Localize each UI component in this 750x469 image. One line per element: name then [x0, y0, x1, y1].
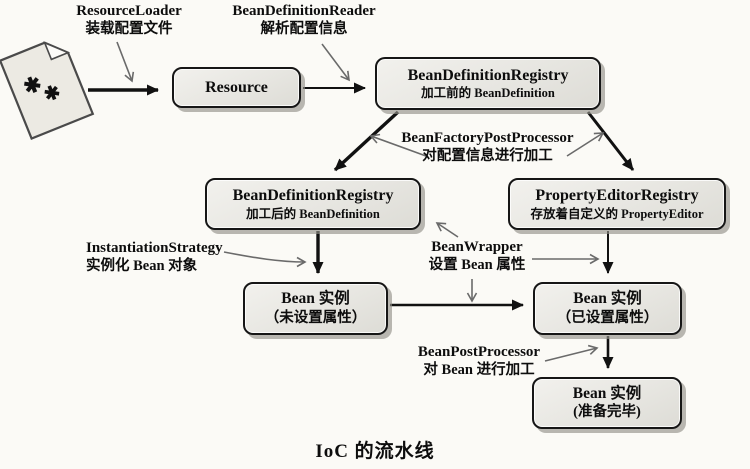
pointer-beanwrapper-upleft — [435, 222, 459, 238]
node-title: Bean 实例 — [573, 290, 642, 307]
node-title: Resource — [205, 78, 268, 96]
node-subtitle: (准备完毕) — [573, 404, 641, 421]
pointer-bfpp-left — [369, 133, 427, 157]
node-subtitle: （已设置属性） — [556, 309, 659, 326]
label-line: BeanDefinitionReader — [232, 3, 376, 19]
node-subtitle: 加工后的 BeanDefinition — [246, 206, 380, 221]
node-registry-before: BeanDefinitionRegistry 加工前的 BeanDefiniti… — [375, 57, 601, 110]
node-subtitle: 存放着自定义的 PropertyEditor — [530, 206, 704, 221]
label-resource-loader: ResourceLoader 装载配置文件 — [56, 3, 202, 38]
node-title: Bean 实例 — [281, 290, 350, 307]
node-subtitle: （未设置属性） — [264, 309, 367, 326]
label-line: 实例化 Bean 对象 — [86, 257, 198, 274]
label-line: BeanPostProcessor — [417, 344, 541, 360]
node-bean-unset: Bean 实例 （未设置属性） — [243, 282, 388, 335]
flow-arrows — [88, 82, 635, 369]
label-instantiation-strategy: InstantiationStrategy 实例化 Bean 对象 — [86, 240, 246, 275]
node-bean-set: Bean 实例 （已设置属性） — [533, 282, 682, 335]
label-line: ResourceLoader — [76, 3, 182, 19]
label-bean-definition-reader: BeanDefinitionReader 解析配置信息 — [225, 3, 383, 38]
annotation-arrows — [116, 41, 605, 362]
arrow-registry-to-registry-after — [333, 110, 400, 172]
pointer-bean-definition-reader — [321, 43, 350, 82]
node-property-editor-registry: PropertyEditorRegistry 存放着自定义的 PropertyE… — [508, 178, 726, 230]
label-bean-factory-post-processor: BeanFactoryPostProcessor 对配置信息进行加工 — [400, 130, 575, 165]
arrow-registry-to-property-editor — [586, 111, 635, 171]
label-line: BeanWrapper — [431, 239, 523, 255]
node-resource: Resource — [172, 67, 301, 108]
label-line: 对 Bean 进行加工 — [423, 361, 535, 378]
config-file-asterisk: ✱ — [41, 81, 64, 106]
node-title: BeanDefinitionRegistry — [232, 187, 394, 205]
pointer-bfpp-right — [566, 132, 605, 157]
diagram-caption: IoC 的流水线 — [315, 441, 435, 462]
config-file-icon: ✱ ✱ — [0, 41, 95, 141]
label-line: BeanFactoryPostProcessor — [401, 130, 574, 146]
label-line: 设置 Bean 属性 — [428, 256, 526, 273]
node-bean-ready: Bean 实例 (准备完毕) — [532, 377, 682, 429]
node-title: PropertyEditorRegistry — [535, 187, 699, 205]
label-bean-wrapper: BeanWrapper 设置 Bean 属性 — [418, 239, 536, 274]
label-line: 装载配置文件 — [85, 20, 173, 37]
pointer-instantiation-strategy — [223, 251, 307, 268]
label-bean-post-processor: BeanPostProcessor 对 Bean 进行加工 — [413, 344, 545, 379]
pointer-resource-loader — [116, 41, 135, 83]
pointer-bean-post-processor — [544, 344, 599, 362]
label-line: InstantiationStrategy — [86, 240, 223, 256]
node-title: BeanDefinitionRegistry — [407, 66, 569, 84]
node-subtitle: 加工前的 BeanDefinition — [421, 86, 555, 101]
label-line: 解析配置信息 — [260, 20, 348, 37]
node-title: Bean 实例 — [572, 384, 642, 402]
node-registry-after: BeanDefinitionRegistry 加工后的 BeanDefiniti… — [205, 178, 421, 230]
label-line: 对配置信息进行加工 — [422, 147, 553, 164]
